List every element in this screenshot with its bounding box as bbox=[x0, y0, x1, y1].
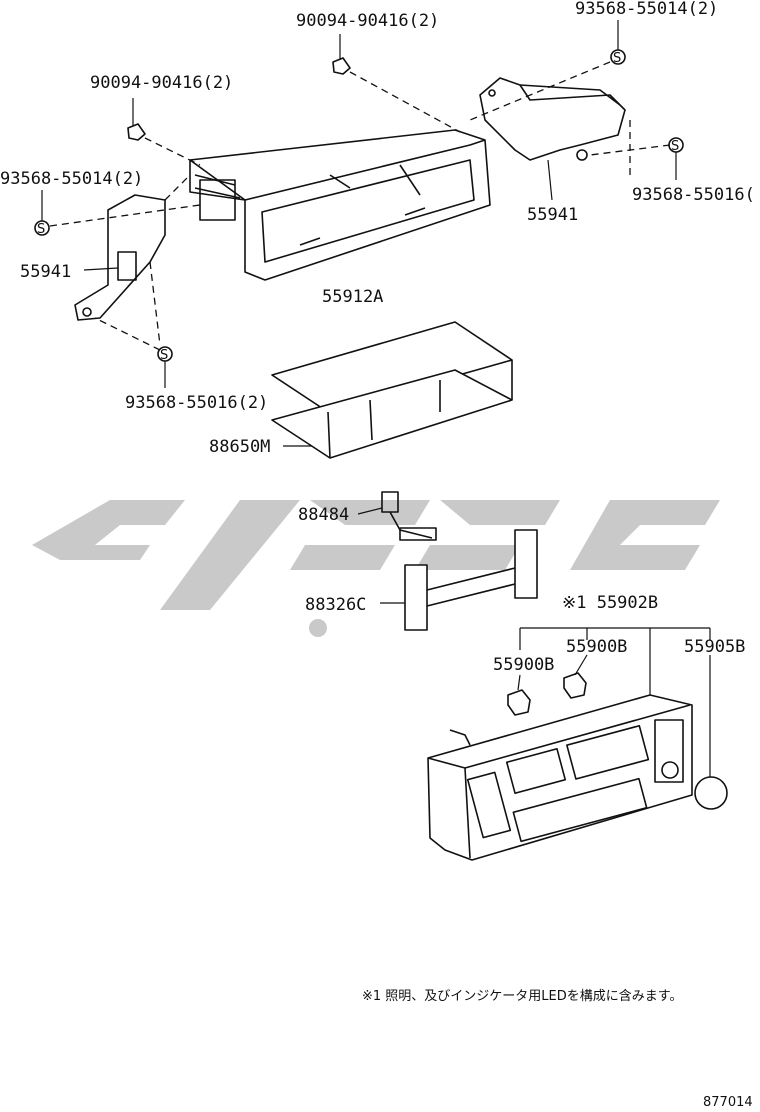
screw-left-icon bbox=[127, 98, 146, 141]
cable-88484 bbox=[357, 491, 437, 541]
control-assy-55902b bbox=[427, 694, 693, 861]
label-cable: 88484 bbox=[298, 505, 349, 525]
screw-top-icon bbox=[332, 34, 351, 75]
label-housing: 55912A bbox=[322, 287, 383, 307]
svg-text:S: S bbox=[160, 348, 168, 363]
nut-left-icon: S bbox=[34, 190, 50, 237]
svg-text:S: S bbox=[671, 139, 679, 154]
label-harness: 88326C bbox=[305, 595, 366, 615]
harness-88326c bbox=[380, 529, 538, 631]
knob-1-icon bbox=[507, 689, 531, 716]
assembly-lines bbox=[49, 61, 671, 351]
box-88650m bbox=[271, 321, 513, 459]
label-box: 88650M bbox=[209, 437, 270, 457]
label-nut-right: 93568-55016( bbox=[632, 185, 755, 205]
svg-text:S: S bbox=[613, 51, 621, 66]
knob-2-icon bbox=[563, 672, 587, 699]
label-screw-top: 90094-90416(2) bbox=[296, 11, 439, 31]
label-control-assy: ※1 55902B bbox=[562, 593, 658, 613]
watermark-logo bbox=[32, 500, 720, 637]
label-bracket-right: 55941 bbox=[527, 205, 578, 225]
bracket-right-55941 bbox=[479, 77, 626, 201]
label-screw-left: 90094-90416(2) bbox=[90, 73, 233, 93]
label-bracket-left: 55941 bbox=[20, 262, 71, 282]
diagram-code: 877014 bbox=[703, 1095, 753, 1110]
leader-lines-55902b bbox=[517, 627, 711, 777]
label-nut-bottom-left: 93568-55016(2) bbox=[125, 393, 268, 413]
label-nut-left: 93568-55014(2) bbox=[0, 169, 143, 189]
bracket-left-55941 bbox=[74, 194, 166, 321]
footnote: ※1 照明、及びインジケータ用LEDを構成に含みます。 bbox=[362, 988, 682, 1004]
label-nut-top-right: 93568-55014(2) bbox=[575, 0, 718, 19]
label-knob-3: 55905B bbox=[684, 637, 745, 657]
nut-top-right-icon: S bbox=[610, 20, 626, 66]
label-knob-1: 55900B bbox=[493, 655, 554, 675]
label-knob-2: 55900B bbox=[566, 637, 627, 657]
knob-3-icon bbox=[694, 776, 728, 810]
nut-bottom-left-icon: S bbox=[157, 346, 173, 388]
housing-55912a bbox=[189, 129, 491, 281]
nut-right-icon: S bbox=[668, 137, 684, 180]
svg-text:S: S bbox=[37, 222, 45, 237]
